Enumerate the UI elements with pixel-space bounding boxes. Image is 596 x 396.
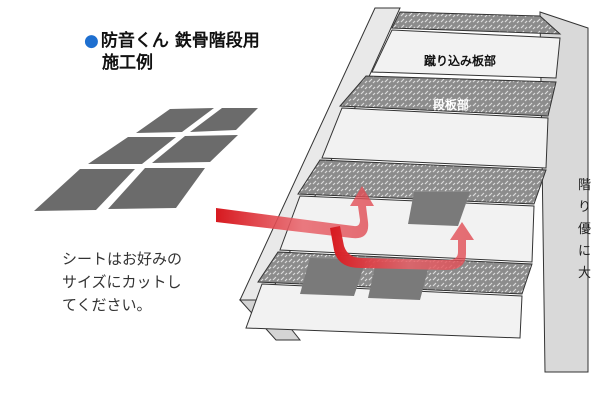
side-text-cropped: 階 り 優 に 大 — [578, 178, 592, 281]
sheet-tile — [108, 168, 205, 209]
sheet-tile — [152, 135, 238, 163]
title-line-1: 防音くん 鉄骨階段用 — [100, 31, 260, 51]
sheet-tile — [88, 137, 176, 164]
title-line-2: 施工例 — [102, 53, 153, 73]
riser-panel — [371, 29, 561, 79]
page-title: ●防音くん 鉄骨階段用 施工例 — [84, 30, 260, 74]
arrow-to-lower-step — [330, 222, 474, 270]
tread-label: 段板部 — [433, 98, 470, 112]
tread-plate — [338, 75, 557, 117]
tread-plate — [391, 11, 562, 35]
applied-sheet — [368, 262, 430, 300]
arrow-to-upper-step — [216, 186, 374, 239]
sheet-tile — [136, 108, 214, 133]
riser-panel — [321, 107, 549, 169]
sheet-tile — [190, 108, 258, 132]
applied-sheet — [300, 258, 366, 296]
riser-panel — [245, 283, 523, 339]
stair-stringer-right — [539, 11, 589, 373]
applied-sheet — [408, 192, 470, 226]
sheet-tile — [34, 169, 135, 211]
sheet-tiles — [34, 108, 258, 211]
title-bullet: ● — [84, 31, 99, 51]
cutting-note: シートはお好みの サイズにカットし てください。 — [62, 250, 183, 314]
riser-label: 蹴り込み板部 — [424, 54, 497, 68]
